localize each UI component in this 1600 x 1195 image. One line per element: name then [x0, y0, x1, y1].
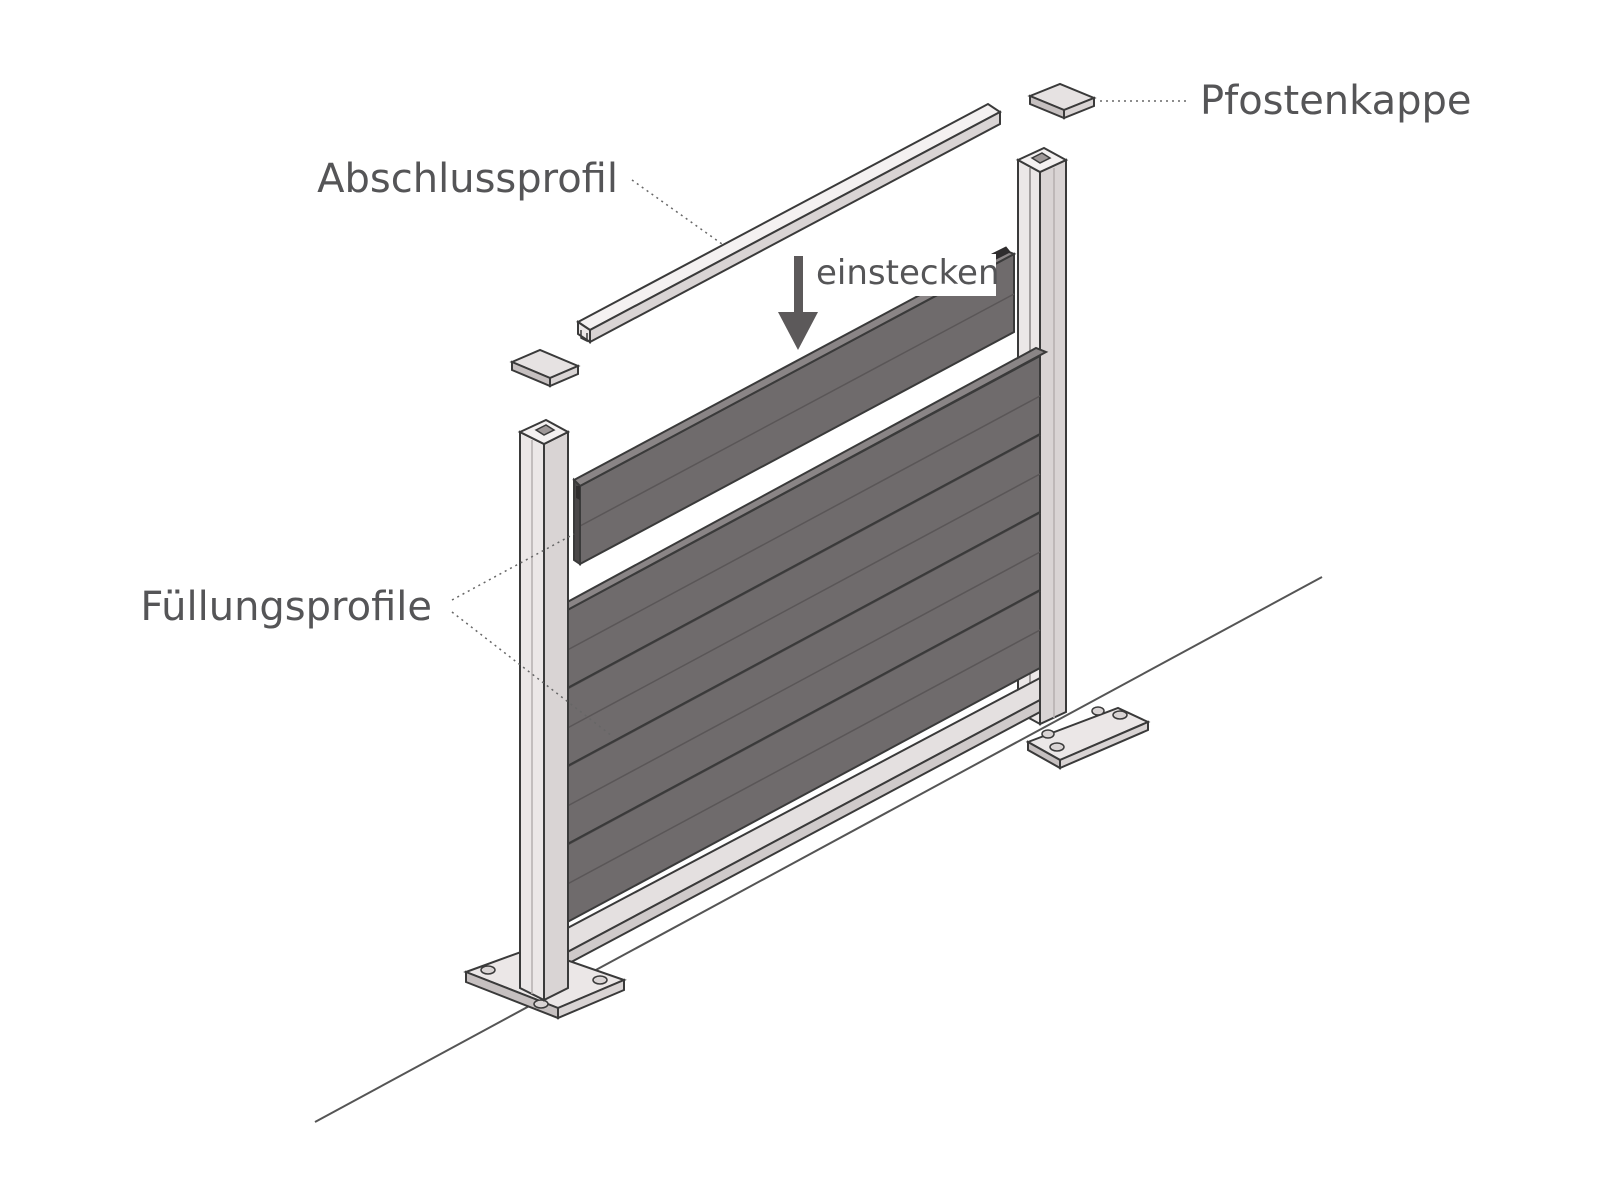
arrow-down-icon — [778, 256, 818, 350]
label-top-profile: Abschlussprofil — [317, 156, 618, 202]
leader-infill-upper — [451, 533, 575, 601]
left-post — [463, 418, 627, 1020]
label-insert-background — [812, 254, 996, 296]
bolt-icon — [1041, 729, 1055, 739]
leader-top-profile — [631, 179, 723, 245]
bolt-icon — [1049, 742, 1065, 752]
label-infill-profiles: Füllungsprofile — [140, 584, 432, 630]
bolt-icon — [533, 999, 549, 1009]
right-post-cap — [1027, 82, 1097, 120]
bolt-icon — [480, 965, 496, 975]
loose-infill-panel — [572, 246, 1017, 566]
ground-line — [314, 576, 1323, 1123]
bolt-icon — [1091, 706, 1105, 716]
infill-panel-stack — [559, 346, 1049, 928]
top-profile — [576, 102, 1002, 344]
bolt-icon — [1112, 710, 1128, 720]
label-insert: einstecken — [816, 253, 1000, 293]
leader-infill-lower — [451, 611, 613, 737]
label-post-cap: Pfostenkappe — [1200, 78, 1472, 124]
left-post-cap — [509, 348, 581, 388]
bolt-icon — [592, 975, 608, 985]
